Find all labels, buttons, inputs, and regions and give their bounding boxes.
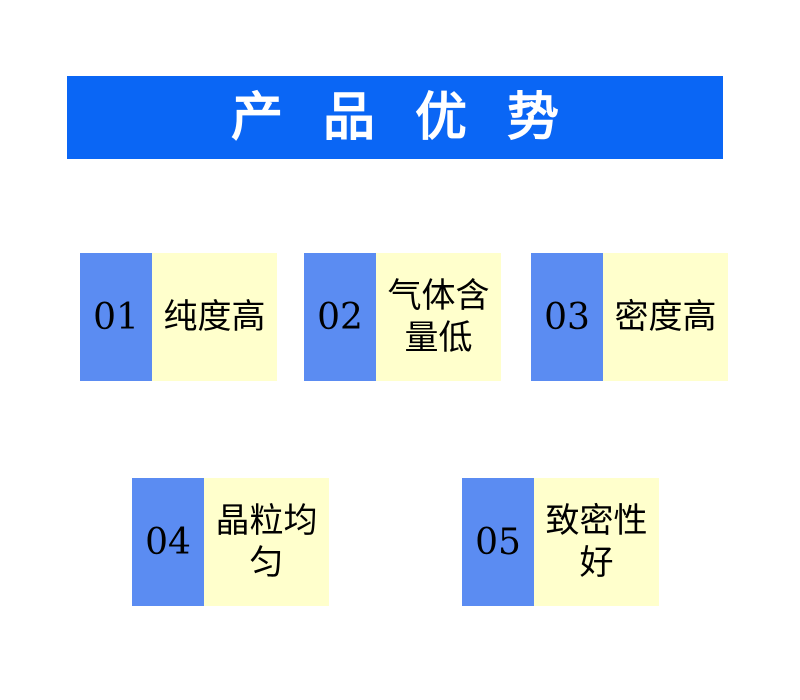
card-label: 纯度高: [152, 253, 277, 381]
card-label: 密度高: [603, 253, 728, 381]
advantage-card: 03 密度高: [531, 253, 728, 381]
card-number: 02: [304, 253, 376, 381]
card-number: 04: [132, 478, 204, 606]
card-number: 03: [531, 253, 603, 381]
card-number: 05: [462, 478, 534, 606]
card-label: 致密性好: [534, 478, 659, 606]
title-banner: 产品优势: [67, 76, 723, 159]
card-label: 气体含 量低: [376, 253, 501, 381]
advantage-card: 05 致密性好: [462, 478, 659, 606]
card-label: 晶粒均匀: [204, 478, 329, 606]
card-number: 01: [80, 253, 152, 381]
advantage-card: 01 纯度高: [80, 253, 277, 381]
page-title: 产品优势: [230, 86, 599, 148]
advantage-card: 02 气体含 量低: [304, 253, 501, 381]
advantage-card: 04 晶粒均匀: [132, 478, 329, 606]
